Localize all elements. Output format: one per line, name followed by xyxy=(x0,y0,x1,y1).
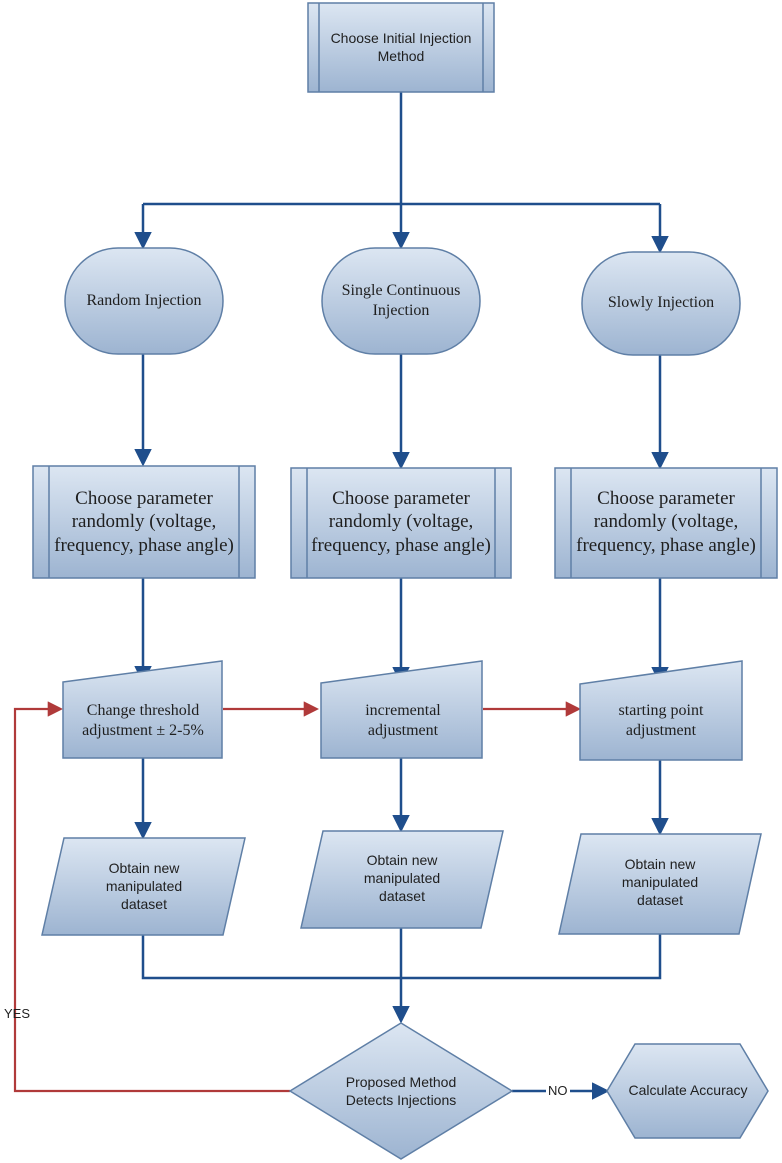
data-mid-node xyxy=(300,830,504,929)
random-injection-node xyxy=(64,247,224,355)
param-right-node xyxy=(554,467,778,579)
decision-node xyxy=(288,1022,514,1160)
start-node xyxy=(307,2,495,93)
param-left-node xyxy=(32,465,256,579)
adj-left-node xyxy=(62,660,223,759)
data-right-node xyxy=(558,833,762,935)
param-mid-node xyxy=(290,467,512,579)
no-edge-label: NO xyxy=(546,1083,570,1098)
accuracy-node xyxy=(606,1043,769,1139)
slowly-injection-node xyxy=(581,251,741,356)
single-injection-node xyxy=(321,247,481,355)
adj-mid-node xyxy=(320,660,483,759)
data-left-node xyxy=(41,837,246,936)
yes-edge-label: YES xyxy=(4,1006,31,1021)
edge-yes-loop xyxy=(13,701,290,1093)
adj-right-node xyxy=(579,660,743,761)
